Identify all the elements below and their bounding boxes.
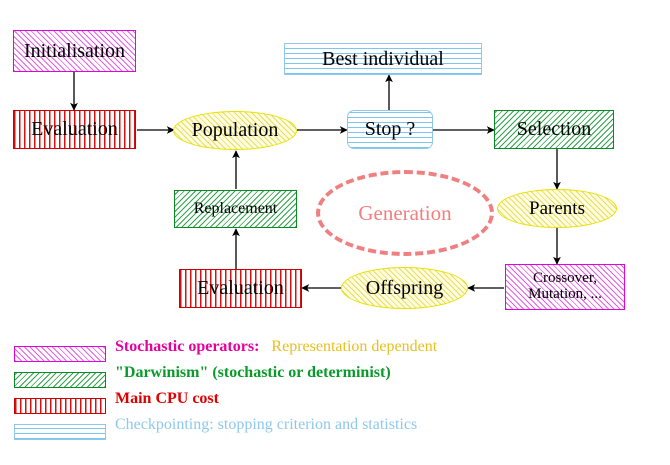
node-crossover-mutation-label-line1: Crossover, xyxy=(533,270,597,287)
node-evaluation-bottom[interactable]: Evaluation xyxy=(179,269,302,308)
node-generation-label: Generation xyxy=(358,200,452,225)
legend-text-primary: Stochastic operators: xyxy=(115,338,260,355)
node-stop-label: Stop ? xyxy=(364,118,416,140)
node-best-individual-label: Best individual xyxy=(322,47,444,70)
legend-row: Checkpointing: stopping criterion and st… xyxy=(0,416,670,444)
legend-label: Main CPU cost xyxy=(115,390,219,408)
legend-label: "Darwinism" (stochastic or determinist) xyxy=(115,364,391,382)
node-evaluation-top[interactable]: Evaluation xyxy=(13,110,136,149)
node-generation-annotation: Generation xyxy=(316,170,494,256)
node-crossover-mutation[interactable]: Crossover, Mutation, ... xyxy=(505,264,625,310)
legend-text-primary: "Darwinism" (stochastic or determinist) xyxy=(115,364,391,381)
node-offspring[interactable]: Offspring xyxy=(341,267,468,309)
stochastic-operator-swatch xyxy=(14,346,106,362)
node-initialisation-label: Initialisation xyxy=(23,39,126,62)
node-crossover-mutation-label-line2: Mutation, ... xyxy=(528,286,602,302)
node-best-individual[interactable]: Best individual xyxy=(284,43,482,75)
legend-label: Stochastic operators: Representation dep… xyxy=(115,338,437,356)
legend-text-primary: Checkpointing: stopping criterion and st… xyxy=(115,416,418,433)
checkpointing-swatch xyxy=(14,424,106,440)
node-selection[interactable]: Selection xyxy=(494,110,614,149)
legend-row: Stochastic operators: Representation dep… xyxy=(0,338,670,366)
node-stop[interactable]: Stop ? xyxy=(347,110,433,149)
node-evaluation-bottom-label: Evaluation xyxy=(197,277,284,299)
legend-row: Main CPU cost xyxy=(0,390,670,418)
legend: Stochastic operators: Representation dep… xyxy=(0,338,670,444)
node-parents[interactable]: Parents xyxy=(497,189,617,228)
legend-text-primary: Main CPU cost xyxy=(115,390,219,407)
legend-row: "Darwinism" (stochastic or determinist) xyxy=(0,364,670,392)
node-offspring-label: Offspring xyxy=(365,276,444,299)
node-selection-label: Selection xyxy=(516,118,592,140)
legend-text-secondary: Representation dependent xyxy=(271,338,438,355)
node-parents-label: Parents xyxy=(529,197,585,219)
darwinism-swatch xyxy=(14,372,106,388)
node-initialisation[interactable]: Initialisation xyxy=(13,30,136,72)
legend-label: Checkpointing: stopping criterion and st… xyxy=(115,416,417,434)
node-population[interactable]: Population xyxy=(173,111,297,150)
node-replacement-label: Replacement xyxy=(193,199,278,217)
node-replacement[interactable]: Replacement xyxy=(174,190,297,228)
main-cpu-cost-swatch xyxy=(14,398,106,414)
node-evaluation-top-label: Evaluation xyxy=(31,118,118,140)
node-population-label: Population xyxy=(191,119,279,141)
